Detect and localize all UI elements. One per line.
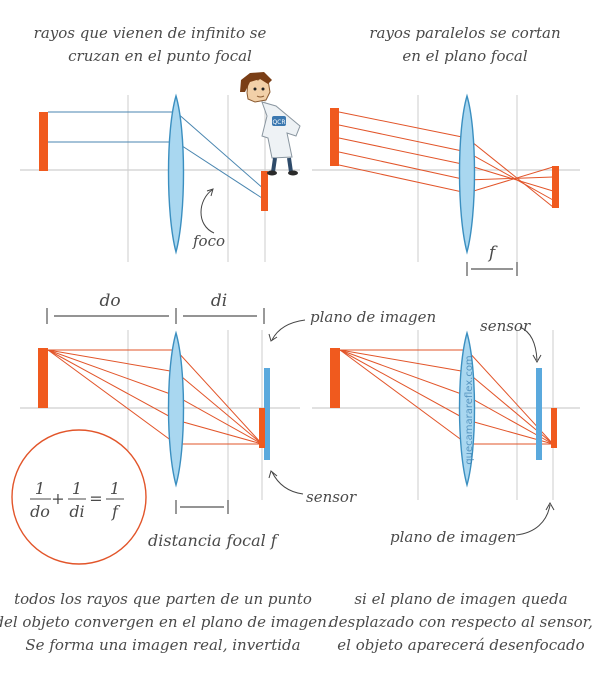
arrow-head <box>268 333 278 342</box>
mascot-shoe <box>267 170 277 176</box>
mascot-badge-text: QCR <box>272 119 285 126</box>
light-ray <box>339 349 554 445</box>
pointer-arrow <box>515 504 551 536</box>
panel-bottom-right: quecamarareflex.com sensor plano de imag… <box>312 317 580 546</box>
light-ray <box>339 349 553 445</box>
caption-bottom-right-line3: el objeto aparecerá desenfocado <box>337 636 584 654</box>
watermark: quecamarareflex.com <box>464 355 475 464</box>
caption-bottom-left-line1: todos los rayos que parten de un punto <box>14 590 312 608</box>
mascot-shoe <box>288 170 298 176</box>
light-ray <box>339 349 554 445</box>
lens <box>458 330 476 488</box>
thin-lens-formula: 1 do + 1 di = 1 f <box>30 479 124 521</box>
object-bar <box>38 348 48 408</box>
mascot-hair <box>240 72 272 92</box>
formula-rhs-denominator: f <box>111 502 121 521</box>
mascot-legs <box>271 157 293 173</box>
label-sensor: sensor <box>480 317 531 335</box>
label-plano-de-imagen: plano de imagen <box>390 528 516 546</box>
caption-top-right-line2: en el plano focal <box>402 47 527 65</box>
label-foco: foco <box>192 232 225 250</box>
object-bar <box>330 348 340 408</box>
formula-term2-numerator: 1 <box>72 479 82 498</box>
formula-term2-denominator: di <box>69 502 84 521</box>
light-ray <box>48 141 266 201</box>
panel-top-left: rayos que vienen de infinito se cruzan e… <box>20 24 301 262</box>
arrow-head <box>545 501 555 511</box>
image-bar <box>551 408 557 448</box>
lens <box>458 93 476 255</box>
lens <box>167 330 185 488</box>
caption-bottom-left-line3: Se forma una imagen real, invertida <box>25 636 300 654</box>
image-bar <box>261 171 268 211</box>
lens <box>167 93 185 255</box>
mascot-shirt <box>261 101 301 159</box>
formula-plus: + <box>51 489 64 508</box>
sensor-bar <box>264 368 270 460</box>
mascot-eye <box>261 87 265 91</box>
label-di: di <box>211 291 227 311</box>
light-ray <box>338 137 554 192</box>
object-bar <box>330 108 339 166</box>
mascot-character: QCR <box>240 72 301 176</box>
light-ray <box>338 164 554 194</box>
formula-term1-numerator: 1 <box>35 479 45 498</box>
caption-bottom-left-line2: del objeto convergen en el plano de imag… <box>0 613 332 631</box>
caption-top-right-line1: rayos paralelos se cortan <box>369 24 560 42</box>
caption-bottom-right-line1: si el plano de imagen queda <box>354 590 567 608</box>
pointer-arrow <box>271 319 306 341</box>
mascot-mouth <box>256 95 265 98</box>
formula-circle <box>11 429 147 565</box>
panel-bottom-left: do di plano de imagen sensor distancia f… <box>11 291 436 565</box>
light-ray <box>338 151 554 181</box>
caption-top-left-line1: rayos que vienen de infinito se <box>34 24 267 42</box>
caption-bottom-right-line2: desplazado con respecto al sensor, <box>329 613 593 631</box>
label-sensor: sensor <box>306 488 357 506</box>
image-bar <box>552 166 559 208</box>
label-distancia-focal: distancia focal f <box>148 531 280 550</box>
light-ray <box>339 349 554 445</box>
image-bar <box>259 408 265 448</box>
label-do: do <box>99 291 120 311</box>
pointer-arrow <box>519 326 538 361</box>
arrow-head <box>268 470 278 479</box>
formula-rhs-numerator: 1 <box>110 479 120 498</box>
sensor-bar <box>536 368 542 460</box>
object-bar <box>39 112 48 171</box>
light-ray <box>340 349 554 445</box>
formula-equals: = <box>89 489 102 508</box>
arrow-head <box>206 188 214 197</box>
label-plano-de-imagen: plano de imagen <box>310 308 436 326</box>
caption-top-left-line2: cruzan en el punto focal <box>68 47 252 65</box>
arrow-head <box>532 354 542 364</box>
mascot-badge-icon <box>272 116 286 126</box>
formula-term1-denominator: do <box>30 502 50 521</box>
mascot-eye <box>253 87 257 91</box>
pointer-arrow <box>271 471 304 495</box>
label-f: f <box>487 243 498 263</box>
pointer-arrow <box>200 189 215 234</box>
panel-top-right: rayos paralelos se cortan en el plano fo… <box>312 24 580 276</box>
